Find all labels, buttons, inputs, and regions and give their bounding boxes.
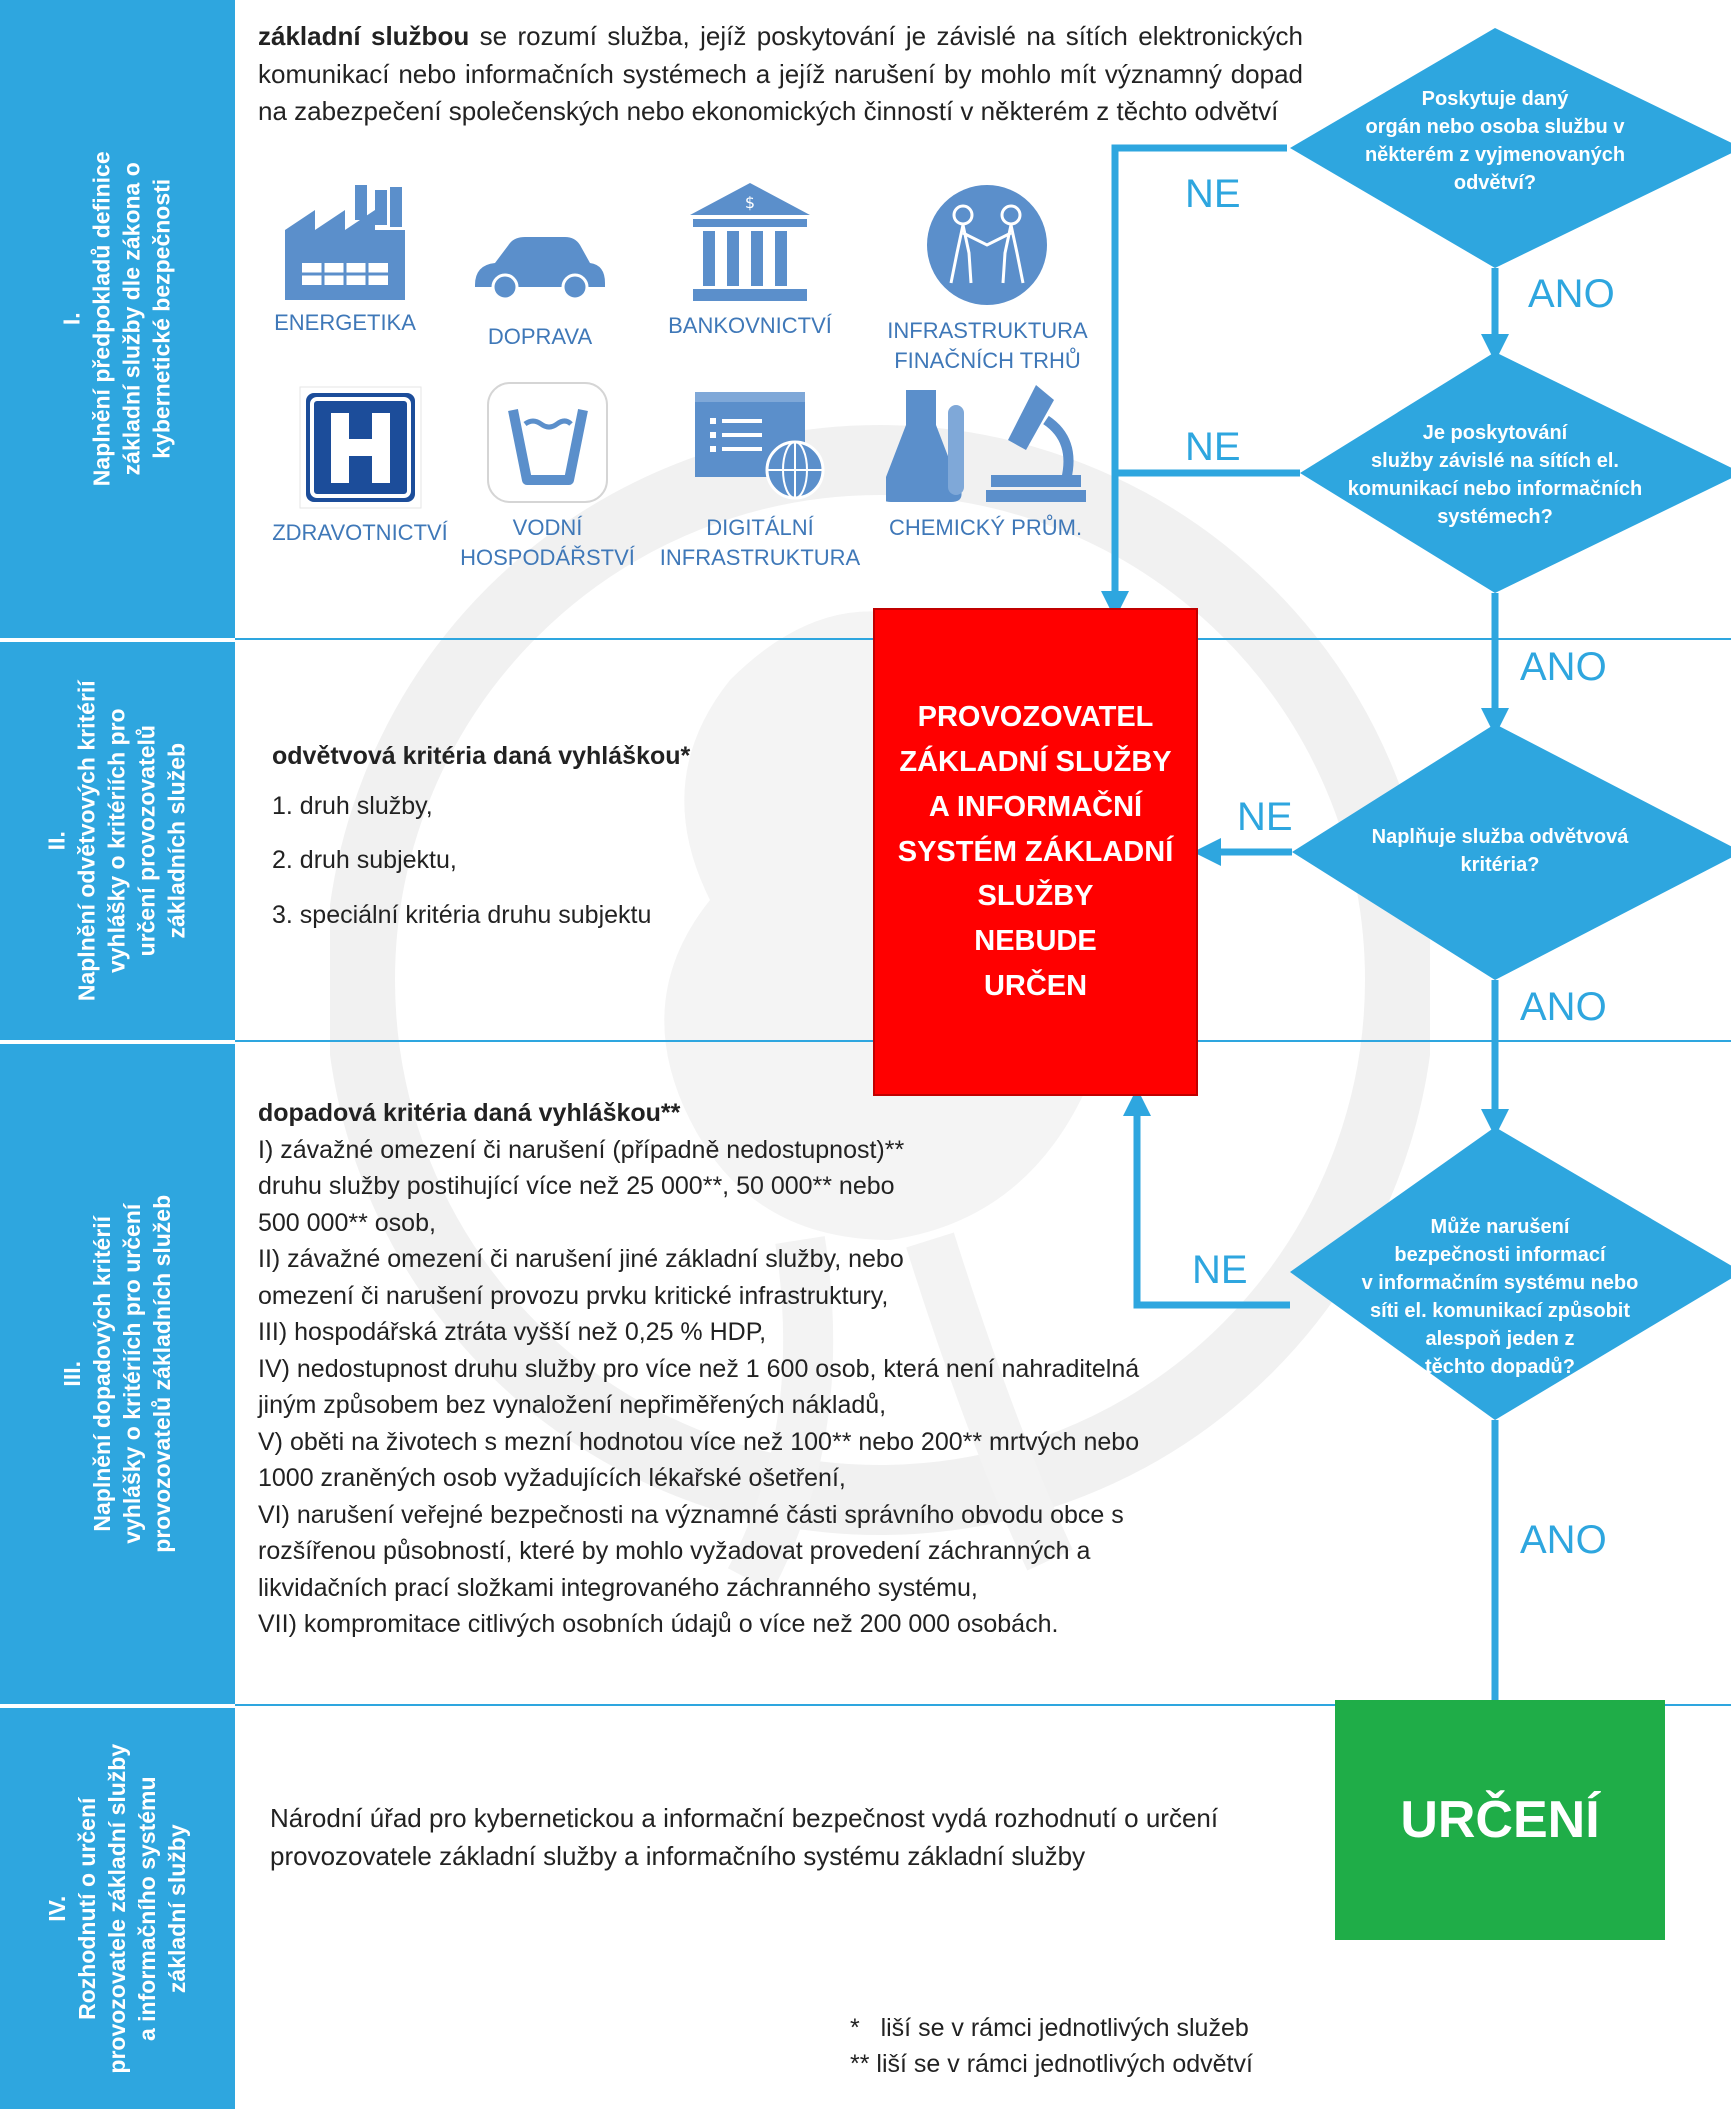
sector-criteria: odvětvová kritéria daná vyhláškou* 1. dr…	[272, 738, 690, 934]
sector-label: BANKOVNICTVÍ	[668, 313, 832, 338]
impact-line: VII) kompromitace citlivých osobních úda…	[258, 1610, 1059, 1638]
flow-label-ano: ANO	[1520, 1518, 1607, 1562]
svg-text:$: $	[745, 193, 755, 212]
arrow-ne-4	[1123, 1088, 1290, 1309]
lab-icon	[885, 385, 1086, 502]
flow-label-ano: ANO	[1520, 645, 1607, 689]
water-glass-icon	[487, 382, 608, 503]
flow-label-ne: NE	[1192, 1248, 1248, 1292]
sector-label: INFRASTRUKTURA FINAČNÍCH TRHŮ	[887, 318, 1088, 373]
sector-label: ZDRAVOTNICTVÍ	[272, 520, 448, 545]
sector-label: CHEMICKÝ PRŮM.	[888, 515, 1083, 540]
sector-energetika: ENERGETIKA	[260, 185, 430, 338]
sector-label: VODNÍ HOSPODÁŘSTVÍ	[460, 515, 635, 570]
impact-line: rozšířenou působností, které by mohlo vy…	[258, 1537, 1091, 1565]
flow-label-ano: ANO	[1528, 272, 1615, 316]
outcome-designated-text: URČENÍ	[1400, 1791, 1600, 1849]
impact-line: druhu služby postihující více než 25 000…	[258, 1172, 895, 1200]
flow-label-ne: NE	[1185, 172, 1241, 216]
decision-diamond-3	[1292, 724, 1731, 980]
sector-doprava: DOPRAVA	[455, 235, 625, 352]
stage-1-bar: I. Naplnění předpokladů definice základn…	[0, 0, 235, 638]
impact-line: 500 000** osob,	[258, 1208, 436, 1237]
handshake-icon	[927, 185, 1047, 305]
decision-3-text: Naplňuje služba odvětvová kritéria?	[1371, 826, 1629, 876]
sector-zdravotnictvi: ZDRAVOTNICTVÍ	[265, 385, 455, 548]
decision-diamond-2	[1300, 352, 1731, 593]
impact-line: omezení či narušení provozu prvku kritic…	[258, 1281, 889, 1310]
decision-2-text: Je poskytování služby závislé na sítích …	[1347, 422, 1643, 528]
web-globe-icon	[695, 392, 825, 500]
sector-label: DIGITÁLNÍ INFRASTRUKTURA	[659, 515, 861, 570]
flow-label-ano: ANO	[1520, 985, 1607, 1029]
impact-criteria: dopadová kritéria daná vyhláškou** I) zá…	[258, 1095, 1328, 1643]
flow-label-ne: NE	[1237, 795, 1293, 839]
outcome-not-designated-text: PROVOZOVATEL ZÁKLADNÍ SLUŽBY A INFORMAČN…	[897, 700, 1174, 1003]
definition-term: základní službou	[258, 21, 470, 51]
stage-4-bar: IV. Rozhodnutí o určení provozovatele zá…	[0, 1708, 235, 2109]
flow-label-ne: NE	[1185, 425, 1241, 469]
outcome-designated: URČENÍ	[1335, 1700, 1665, 1940]
decision-statement: Národní úřad pro kybernetickou a informa…	[270, 1803, 1219, 1871]
sector-chemicky-prumysl: CHEMICKÝ PRŮM.	[878, 380, 1093, 543]
decision-diamond-4	[1290, 1127, 1731, 1420]
stage-3-bar: III. Naplnění dopadových kritérií vyhláš…	[0, 1044, 235, 1704]
impact-criteria-heading: dopadová kritéria daná vyhláškou**	[258, 1099, 681, 1127]
sector-vodni-hospodarstvi: VODNÍ HOSPODÁŘSTVÍ	[460, 380, 635, 572]
footnote-item: * liší se v rámci jednotlivých služeb	[850, 2014, 1249, 2042]
sector-bankovnictvi: $ BANKOVNICTVÍ	[660, 183, 840, 341]
decision-4-text: Může narušení bezpečnosti informací v in…	[1361, 1216, 1639, 1378]
impact-line: V) oběti na životech s mezní hodnotou ví…	[258, 1427, 1140, 1456]
bank-icon: $	[690, 183, 810, 301]
criteria-item: 2. druh subjektu,	[272, 846, 457, 874]
service-definition: základní službou se rozumí služba, jejíž…	[258, 18, 1303, 131]
impact-line: III) hospodářská ztráta vyšší než 0,25 %…	[258, 1318, 767, 1346]
sector-criteria-heading: odvětvová kritéria daná vyhláškou*	[272, 742, 691, 770]
sector-digitalni-infrastruktura: DIGITÁLNÍ INFRASTRUKTURA	[655, 390, 865, 572]
definition-text: se rozumí služba, jejíž poskytování je z…	[258, 21, 1303, 127]
stage-2-bar: II. Naplnění odvětvových kritérií vyhláš…	[0, 642, 235, 1040]
impact-line: likvidačních prací složkami integrovanéh…	[258, 1573, 978, 1602]
decision-diamond-1	[1290, 28, 1731, 268]
impact-line: IV) nedostupnost druhu služby pro více n…	[258, 1354, 1140, 1383]
stage-separator	[235, 1704, 1731, 1706]
impact-line: I) závažné omezení či narušení (případně…	[258, 1135, 905, 1164]
impact-line: 1000 zraněných osob vyžadujících lékařsk…	[258, 1464, 846, 1492]
impact-line: II) závažné omezení či narušení jiné zák…	[258, 1245, 904, 1273]
footnotes: * liší se v rámci jednotlivých služeb ** …	[850, 2010, 1253, 2083]
factory-icon	[285, 185, 405, 300]
criteria-item: 1. druh služby,	[272, 791, 433, 820]
impact-line: VI) narušení veřejné bezpečnosti na význ…	[258, 1500, 1124, 1529]
impact-line: jiným způsobem bez vynaložení nepřiměřen…	[258, 1391, 887, 1419]
sector-label: ENERGETIKA	[274, 310, 416, 335]
outcome-not-designated: PROVOZOVATEL ZÁKLADNÍ SLUŽBY A INFORMAČN…	[873, 608, 1198, 1096]
hospital-icon	[299, 386, 421, 509]
sector-financni-trhy: INFRASTRUKTURA FINAČNÍCH TRHŮ	[880, 183, 1095, 375]
arrow-ne-1	[1101, 144, 1287, 619]
footnote-item: ** liší se v rámci jednotlivých odvětví	[850, 2050, 1253, 2079]
decision-1-text: Poskytuje daný orgán nebo osoba službu v…	[1364, 88, 1626, 194]
criteria-item: 3. speciální kritéria druhu subjektu	[272, 900, 652, 929]
sector-label: DOPRAVA	[487, 324, 593, 349]
car-icon	[475, 237, 605, 300]
